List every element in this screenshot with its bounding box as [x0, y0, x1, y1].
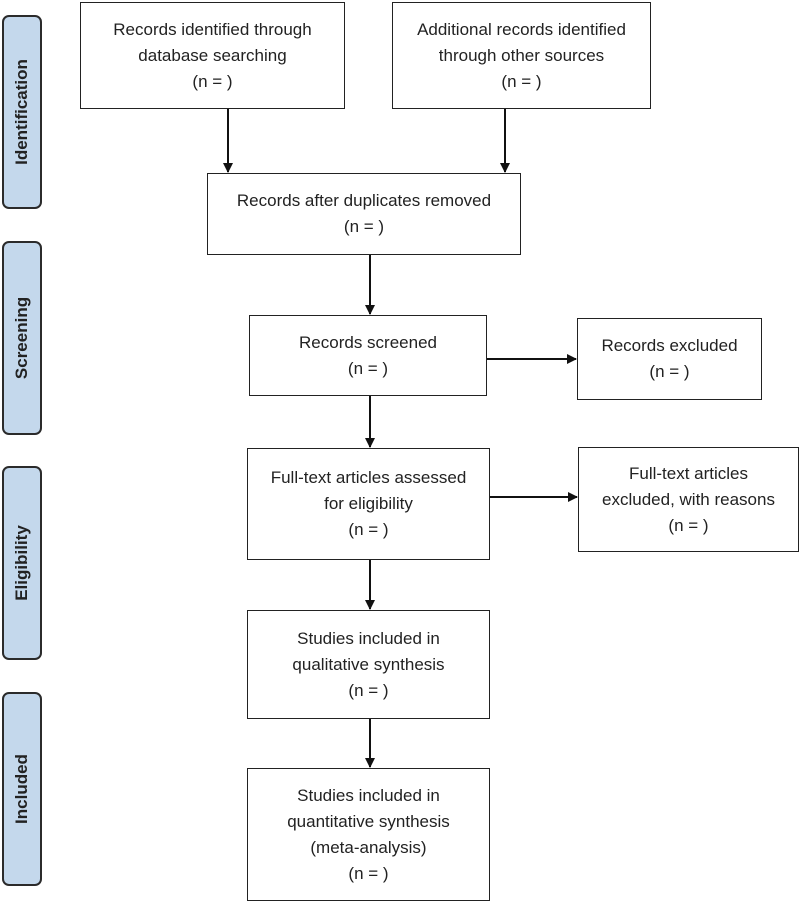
box-qualitative-synthesis: Studies included in qualitative synthesi… [247, 610, 490, 719]
box-qualitative-synthesis-line2: qualitative synthesis [292, 654, 445, 674]
box-fulltext-assessed: Full-text articles assessed for eligibil… [247, 448, 490, 560]
box-duplicates-removed: Records after duplicates removed (n = ) [207, 173, 521, 255]
box-records-other-sources-line1: Additional records identified [417, 19, 626, 39]
box-records-database-line2: database searching [138, 45, 287, 65]
box-records-excluded: Records excluded (n = ) [577, 318, 762, 400]
box-quantitative-synthesis-count: (n = ) [348, 863, 389, 883]
box-records-database-line1: Records identified through [113, 19, 312, 39]
box-qualitative-synthesis-count: (n = ) [348, 680, 389, 700]
box-fulltext-assessed-line1: Full-text articles assessed [270, 468, 467, 487]
box-records-excluded-count: (n = ) [649, 362, 690, 381]
box-quantitative-synthesis-line2: quantitative synthesis [287, 811, 450, 831]
box-quantitative-synthesis-line3: (meta-analysis) [310, 837, 427, 857]
box-fulltext-assessed-line2: for eligibility [324, 494, 413, 513]
box-records-database-count: (n = ) [192, 71, 233, 91]
phase-eligibility: Eligibility [2, 466, 42, 660]
box-records-excluded-line1: Records excluded [601, 336, 738, 355]
box-records-other-sources-line2: through other sources [438, 45, 605, 65]
phase-screening: Screening [2, 241, 42, 435]
box-fulltext-excluded: Full-text articles excluded, with reason… [578, 447, 799, 552]
box-duplicates-removed-line1: Records after duplicates removed [236, 191, 492, 210]
box-records-screened-count: (n = ) [347, 358, 389, 378]
box-qualitative-synthesis-line1: Studies included in [297, 628, 440, 648]
phase-identification: Identification [2, 15, 42, 209]
box-records-database: Records identified through database sear… [80, 2, 345, 109]
box-quantitative-synthesis-line1: Studies included in [297, 785, 440, 805]
box-fulltext-assessed-count: (n = ) [348, 520, 389, 539]
phase-included: Included [2, 692, 42, 886]
box-fulltext-excluded-line1: Full-text articles [628, 463, 749, 483]
box-quantitative-synthesis: Studies included in quantitative synthes… [247, 768, 490, 901]
box-records-screened: Records screened (n = ) [249, 315, 487, 396]
box-records-other-sources: Additional records identified through ot… [392, 2, 651, 109]
box-fulltext-excluded-line2: excluded, with reasons [602, 489, 775, 509]
box-records-screened-line1: Records screened [299, 332, 437, 352]
box-fulltext-excluded-count: (n = ) [668, 515, 709, 535]
box-records-other-sources-count: (n = ) [501, 71, 542, 91]
box-duplicates-removed-count: (n = ) [343, 217, 385, 236]
